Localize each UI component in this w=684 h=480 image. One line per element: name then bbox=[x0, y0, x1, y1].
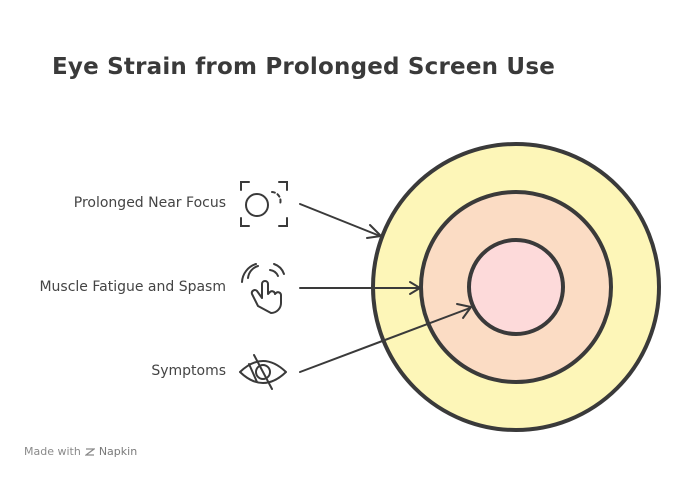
footer-made-with: Made with bbox=[24, 445, 81, 458]
label-prolonged-near-focus: Prolonged Near Focus bbox=[73, 195, 226, 211]
footer-brand: Napkin bbox=[98, 445, 138, 458]
arrow-0 bbox=[299, 203, 382, 239]
hand-vibration-icon bbox=[241, 263, 285, 314]
eye-crossed-icon bbox=[239, 354, 287, 390]
footer-attribution[interactable]: Made with Napkin bbox=[24, 445, 137, 458]
label-symptoms: Symptoms bbox=[151, 363, 226, 379]
label-muscle-fatigue: Muscle Fatigue and Spasm bbox=[39, 279, 226, 295]
inner-ring bbox=[467, 238, 565, 336]
page-title: Eye Strain from Prolonged Screen Use bbox=[52, 54, 556, 80]
napkin-logo-icon bbox=[84, 447, 95, 456]
focus-target-icon bbox=[240, 181, 288, 227]
arrow-2 bbox=[299, 303, 472, 373]
arrow-1 bbox=[299, 281, 421, 295]
